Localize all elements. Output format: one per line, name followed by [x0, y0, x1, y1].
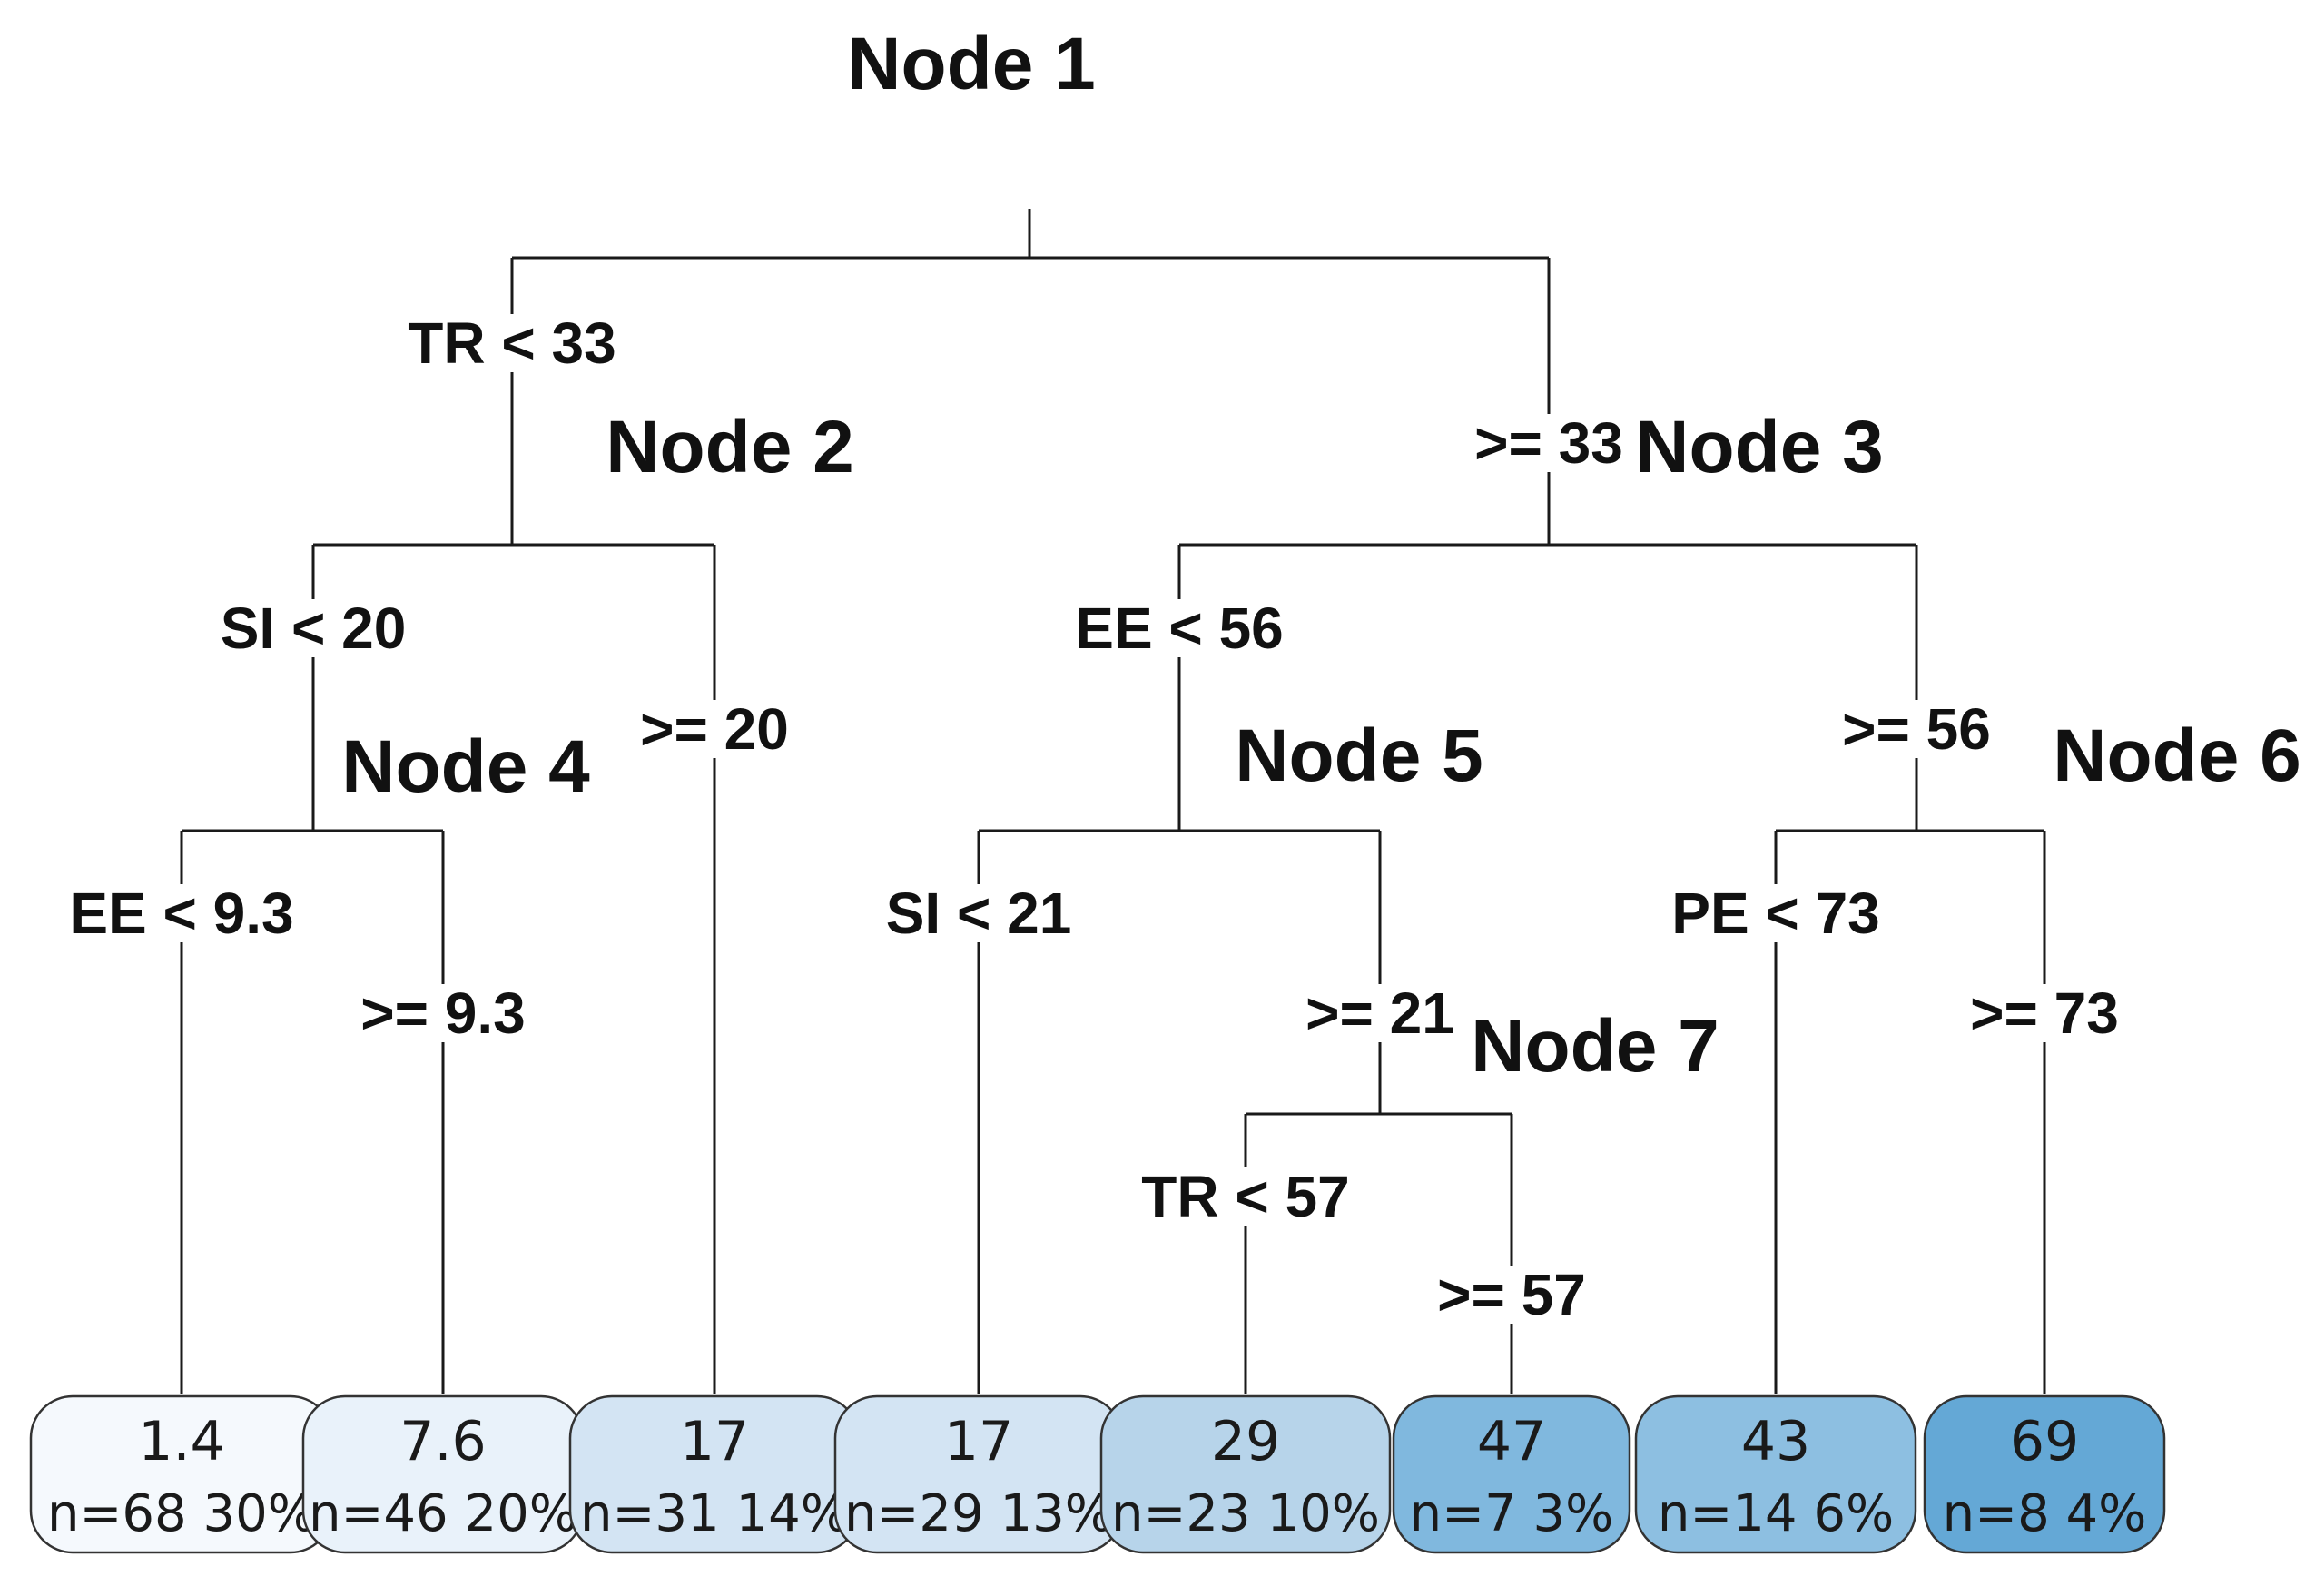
leaf-node: 17 n=29 13% [833, 1394, 1124, 1554]
split-label-background [1432, 1266, 1591, 1324]
leaf-count: n=31 14% [580, 1484, 849, 1543]
split-tr-lt-57-label: TR < 57 [1136, 1164, 1355, 1229]
split-label-background [1965, 984, 2124, 1042]
split-condition-text: >= 73 [1970, 980, 2119, 1046]
split-label-background [64, 884, 300, 942]
split-si-lt-21-label: SI < 21 [880, 881, 1078, 946]
split-tr-lt-33-label: TR < 33 [402, 310, 622, 376]
split-label-background [402, 314, 622, 372]
split-condition-text: >= 21 [1305, 980, 1454, 1046]
split-condition-text: >= 57 [1437, 1262, 1586, 1327]
leaf-node: 17 n=31 14% [568, 1394, 861, 1554]
leaf-node: 47 n=7 3% [1392, 1394, 1631, 1554]
node-1-title: Node 1 [847, 23, 1095, 105]
leaf-count: n=8 4% [1943, 1484, 2147, 1543]
split-labels: TR < 33 >= 33 SI < 20 >= 20 EE < 56 >= 56 EE <… [64, 310, 2124, 1327]
leaf-value: 47 [1477, 1410, 1546, 1473]
leaf-count: n=68 30% [47, 1484, 316, 1543]
split-condition-text: TR < 33 [408, 310, 616, 376]
split-tr-ge-57-label: >= 57 [1432, 1262, 1591, 1327]
split-label-background [1069, 599, 1289, 657]
split-condition-text: >= 20 [640, 696, 789, 762]
split-pe-ge-73-label: >= 73 [1965, 980, 2124, 1046]
split-ee-lt-9-3-label: EE < 9.3 [64, 881, 300, 946]
leaf-node: 7.6 n=46 20% [301, 1394, 585, 1554]
split-label-background [355, 984, 531, 1042]
leaf-node: 69 n=8 4% [1923, 1394, 2166, 1554]
split-tr-ge-33-label: >= 33 [1469, 410, 1629, 476]
leaf-box [1099, 1394, 1392, 1554]
leaf-value: 1.4 [138, 1410, 224, 1473]
split-pe-lt-73-label: PE < 73 [1666, 881, 1886, 946]
split-condition-text: >= 9.3 [360, 980, 526, 1046]
leaf-count: n=7 3% [1410, 1484, 1614, 1543]
split-label-background [1469, 414, 1629, 472]
leaf-box [1634, 1394, 1917, 1554]
split-si-ge-21-label: >= 21 [1300, 980, 1460, 1046]
split-label-background [1837, 700, 1996, 758]
split-condition-text: EE < 9.3 [69, 881, 293, 946]
node-6-title: Node 6 [2053, 714, 2300, 797]
leaf-box [1923, 1394, 2166, 1554]
split-condition-text: PE < 73 [1671, 881, 1880, 946]
split-condition-text: TR < 57 [1141, 1164, 1349, 1229]
leaf-node: 43 n=14 6% [1634, 1394, 1917, 1554]
split-label-background [880, 884, 1078, 942]
leaf-value: 43 [1741, 1410, 1810, 1473]
split-label-background [1136, 1167, 1355, 1226]
leaf-value: 29 [1211, 1410, 1280, 1473]
split-si-lt-20-label: SI < 20 [214, 596, 412, 661]
node-5-title: Node 5 [1235, 714, 1483, 797]
split-si-ge-20-label: >= 20 [635, 696, 794, 762]
node-2-title: Node 2 [606, 406, 853, 488]
leaf-count: n=46 20% [309, 1484, 577, 1543]
split-condition-text: >= 33 [1474, 410, 1623, 476]
split-condition-text: EE < 56 [1075, 596, 1284, 661]
leaf-count: n=14 6% [1658, 1484, 1894, 1543]
split-condition-text: SI < 21 [886, 881, 1072, 946]
leaf-count: n=23 10% [1111, 1484, 1380, 1543]
leaf-count: n=29 13% [844, 1484, 1113, 1543]
split-condition-text: >= 56 [1842, 696, 1991, 762]
leaf-value: 7.6 [399, 1410, 486, 1473]
node-7-title: Node 7 [1471, 1005, 1719, 1088]
split-label-background [635, 700, 794, 758]
leaf-box [1392, 1394, 1631, 1554]
split-label-background [1300, 984, 1460, 1042]
node-4-title: Node 4 [341, 725, 590, 808]
split-ee-ge-9-3-label: >= 9.3 [355, 980, 531, 1046]
leaf-node: 1.4 n=68 30% [29, 1394, 334, 1554]
node-titles: Node 1 Node 2 Node 3 Node 4 Node 5 Node 6 Node… [341, 23, 2300, 1088]
split-ee-lt-56-label: EE < 56 [1069, 596, 1289, 661]
split-label-background [214, 599, 412, 657]
node-3-title: Node 3 [1635, 406, 1883, 488]
split-ee-ge-56-label: >= 56 [1837, 696, 1996, 762]
split-condition-text: SI < 20 [221, 596, 407, 661]
leaf-boxes: 1.4 n=68 30% 7.6 n=46 20% 17 n=31 14% 17 n=29 1… [29, 1394, 2166, 1554]
split-label-background [1666, 884, 1886, 942]
leaf-node: 29 n=23 10% [1099, 1394, 1392, 1554]
leaf-value: 17 [680, 1410, 749, 1473]
tree-edges [180, 209, 2046, 1394]
leaf-value: 17 [944, 1410, 1013, 1473]
leaf-value: 69 [2010, 1410, 2079, 1473]
